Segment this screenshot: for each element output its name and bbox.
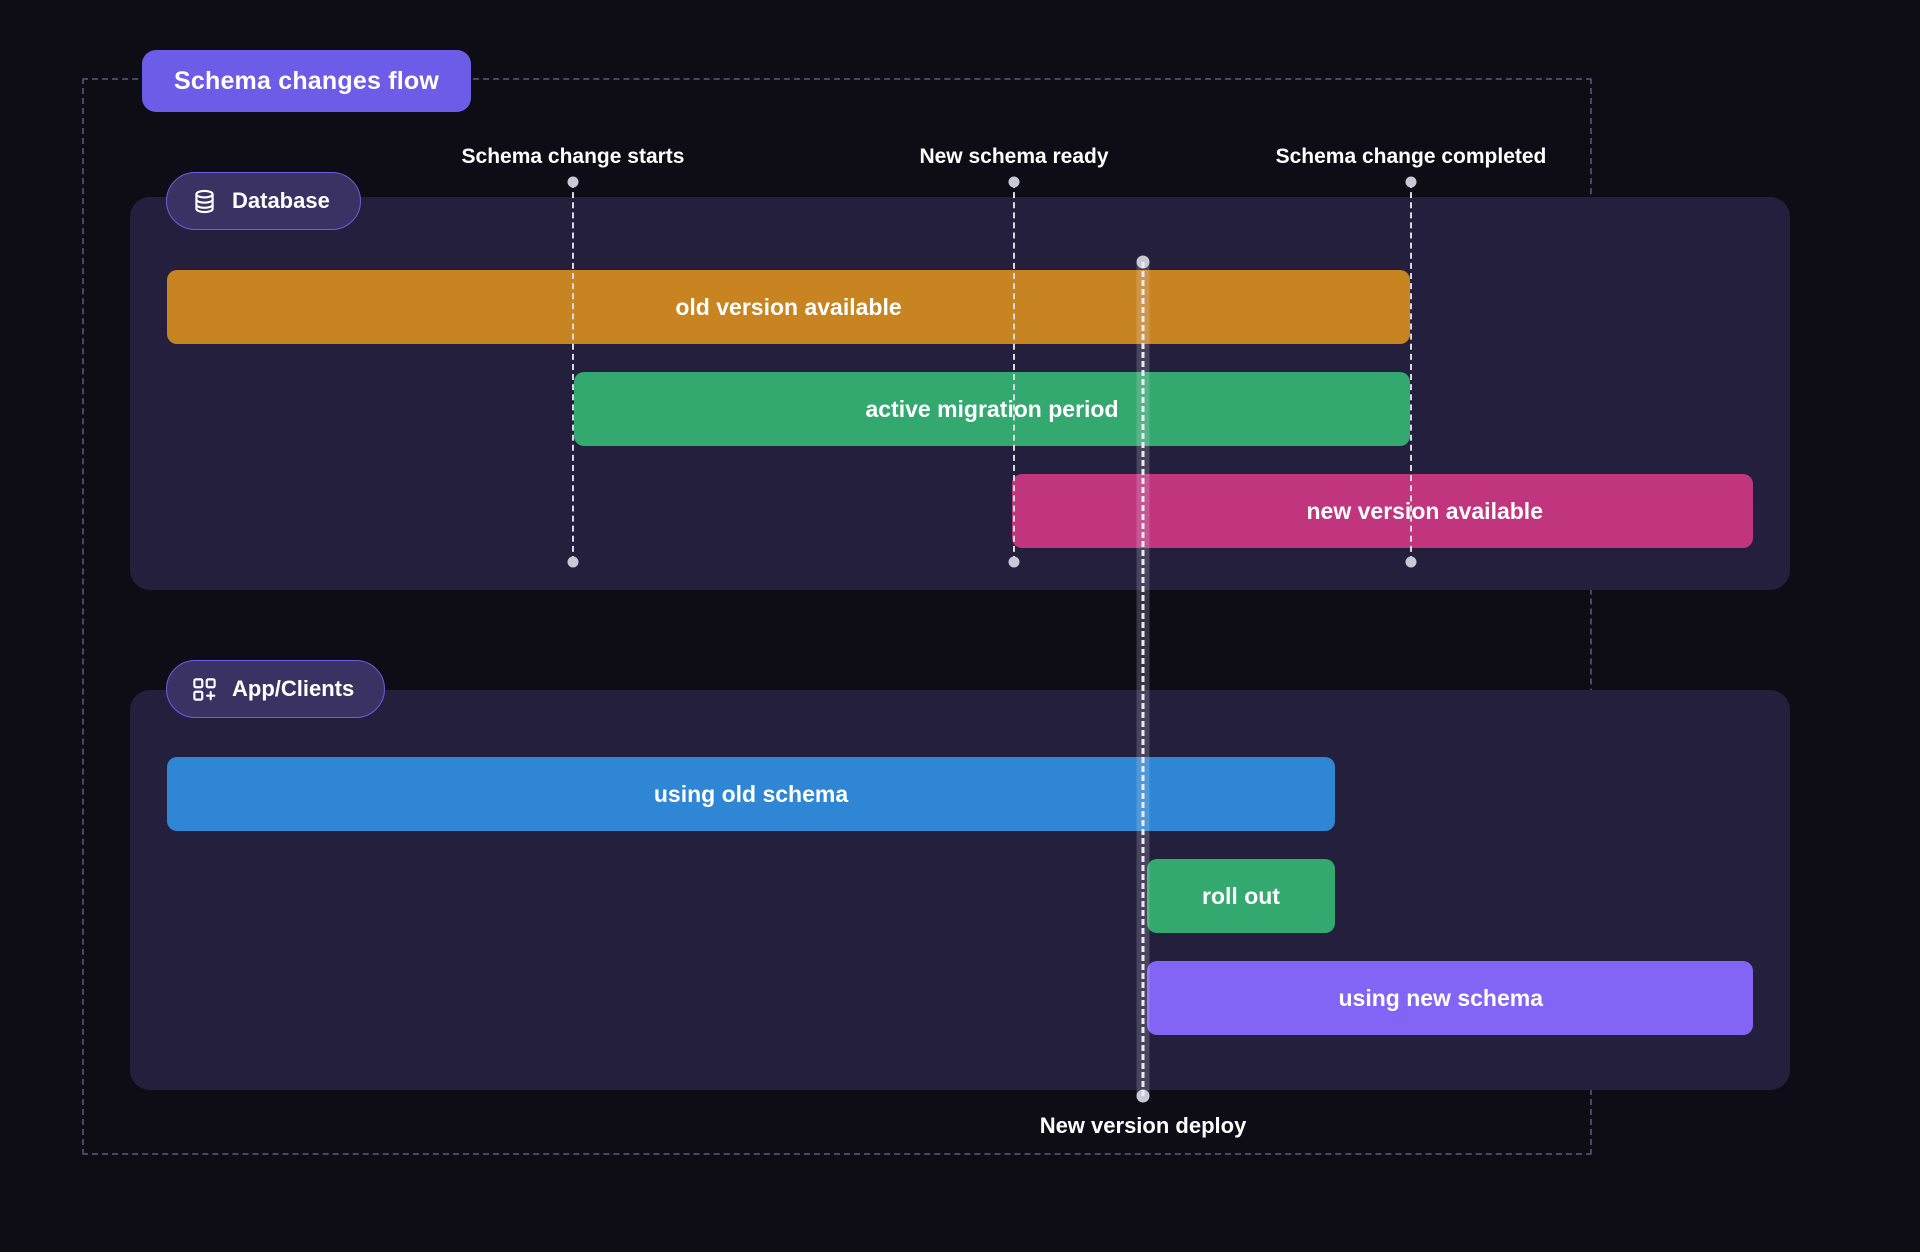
database-icon xyxy=(191,188,218,215)
bar-label-old-version-available: old version available xyxy=(675,293,902,320)
bar-old-version-available[interactable]: old version available xyxy=(167,270,1410,344)
milestone-dot-schema-change-starts-bottom xyxy=(567,556,579,568)
bar-label-using-new-schema: using new schema xyxy=(1338,984,1543,1011)
bar-active-migration-period[interactable]: active migration period xyxy=(574,372,1410,446)
bar-label-using-old-schema: using old schema xyxy=(653,780,849,807)
lane-badge-database[interactable]: Database xyxy=(166,172,361,230)
milestone-label-schema-change-completed: Schema change completed xyxy=(1275,145,1547,168)
lane-badge-app-label: App/Clients xyxy=(232,676,355,701)
bar-label-roll-out: roll out xyxy=(1202,882,1280,909)
milestone-guide-new-schema-ready xyxy=(1013,182,1015,562)
deploy-dot-bottom xyxy=(1136,1089,1150,1103)
bar-using-new-schema[interactable]: using new schema xyxy=(1147,961,1753,1035)
milestone-dot-new-schema-ready-bottom xyxy=(1008,556,1020,568)
milestone-guide-schema-change-starts xyxy=(572,182,574,562)
milestone-dot-schema-change-completed-bottom xyxy=(1405,556,1417,568)
lane-badge-app[interactable]: App/Clients xyxy=(166,660,386,718)
bar-using-old-schema[interactable]: using old schema xyxy=(167,757,1335,831)
bar-label-new-version-available: new version available xyxy=(1306,497,1543,524)
lane-badge-database-label: Database xyxy=(232,188,330,213)
milestone-dot-schema-change-starts-top xyxy=(567,176,579,188)
outer-dashed-frame xyxy=(82,78,1592,1155)
milestone-guide-schema-change-completed xyxy=(1410,182,1412,562)
deploy-line xyxy=(1141,262,1145,1096)
bar-label-active-migration-period: active migration period xyxy=(865,395,1119,422)
milestone-dot-new-schema-ready-top xyxy=(1008,176,1020,188)
milestone-dot-schema-change-completed-top xyxy=(1405,176,1417,188)
deploy-label: New version deploy xyxy=(1039,1113,1247,1138)
bar-new-version-available[interactable]: new version available xyxy=(1012,474,1753,548)
milestone-label-new-schema-ready: New schema ready xyxy=(919,145,1109,168)
diagram-title-badge: Schema changes flow xyxy=(142,50,471,112)
app-grid-plus-icon xyxy=(191,676,218,703)
milestone-label-schema-change-starts: Schema change starts xyxy=(461,145,685,168)
page-title: Schema changes flow xyxy=(174,66,439,95)
bar-roll-out[interactable]: roll out xyxy=(1147,859,1335,933)
